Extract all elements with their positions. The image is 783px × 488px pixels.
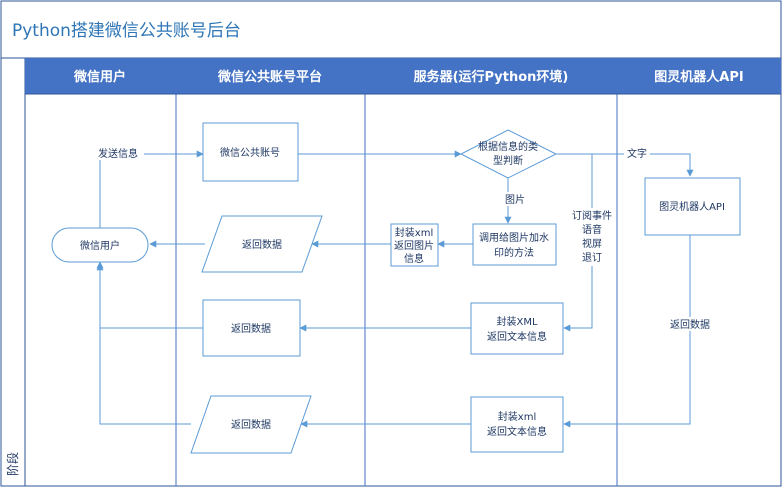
node-decision	[459, 129, 558, 179]
node-tuling-api-label: 图灵机器人API	[659, 200, 725, 213]
node-return-data-2-label: 返回数据	[231, 322, 271, 335]
node-return-data-1	[201, 215, 323, 273]
lane-header-user	[25, 58, 176, 94]
edge-label-send: 发送信息	[98, 147, 138, 160]
node-wrap-image-line-1: 封装xml	[395, 226, 433, 239]
node-tuling-api	[644, 177, 741, 236]
lane-title-platform: 微信公共账号平台	[217, 69, 322, 85]
lane-header-server	[365, 58, 617, 94]
node-return-data-2	[202, 299, 301, 357]
lane-title-user: 微信用户	[73, 69, 126, 85]
node-user-label: 微信用户	[80, 239, 120, 252]
edge-label-subscribe: 订阅事件	[572, 209, 612, 222]
node-wrap-image-line-3: 信息	[404, 252, 424, 265]
edge-tuling-to-wrap-text-2	[563, 235, 691, 428]
edge-label-unsubscribe: 退订	[582, 252, 602, 264]
edge-label-voice: 语音	[582, 223, 602, 236]
node-return-data-3	[190, 395, 312, 454]
edge-label-bg	[568, 208, 616, 266]
edge-label-bg	[666, 317, 714, 331]
edge-text-to-tuling	[556, 153, 694, 177]
edge-label-bg	[500, 192, 526, 206]
node-user	[51, 227, 149, 263]
edge-label-bg	[92, 146, 144, 160]
node-return-data-3-label: 返回数据	[231, 418, 271, 431]
node-wrap-text-2-line-1: 封装xml	[498, 410, 536, 423]
edge-label-text: 文字	[627, 147, 647, 160]
lane-title-tuling: 图灵机器人API	[654, 69, 743, 85]
diagram-title: Python搭建微信公共账号后台	[12, 21, 241, 41]
node-wrap-image	[390, 223, 439, 267]
node-wx-account	[202, 122, 299, 182]
edge-label-video: 视屏	[582, 237, 602, 250]
lane-title-server: 服务器(运行Python环境)	[414, 69, 569, 85]
node-wrap-text-2	[470, 396, 564, 453]
node-decision-line-1: 根据信息的类	[478, 140, 538, 153]
edge-label-image: 图片	[505, 193, 525, 206]
edge-return-3-to-user	[96, 263, 191, 425]
node-decision-line-2: 型判断	[493, 154, 523, 167]
edge-label-bg	[624, 146, 650, 160]
stage-column	[0, 57, 26, 487]
stage-label: 阶段	[5, 452, 20, 476]
node-return-data-1-label: 返回数据	[242, 238, 282, 251]
lane-header-platform	[176, 58, 365, 94]
node-wrap-text-1-line-1: 封装XML	[496, 315, 537, 328]
node-wrap-text-1	[470, 302, 564, 355]
node-wrap-image-line-2: 返回图片	[394, 239, 434, 252]
node-wrap-text-2-line-2: 返回文本信息	[487, 425, 547, 438]
node-wrap-text-1-line-2: 返回文本信息	[487, 330, 547, 343]
node-image-method	[472, 223, 557, 266]
lane-header-tuling	[617, 58, 781, 94]
node-image-method-line-1: 调用给图片加水	[479, 231, 549, 244]
node-image-method-line-2: 印的方法	[494, 246, 534, 259]
node-wx-account-label: 微信公共账号	[220, 146, 280, 159]
edge-label-return-data: 返回数据	[670, 318, 710, 331]
